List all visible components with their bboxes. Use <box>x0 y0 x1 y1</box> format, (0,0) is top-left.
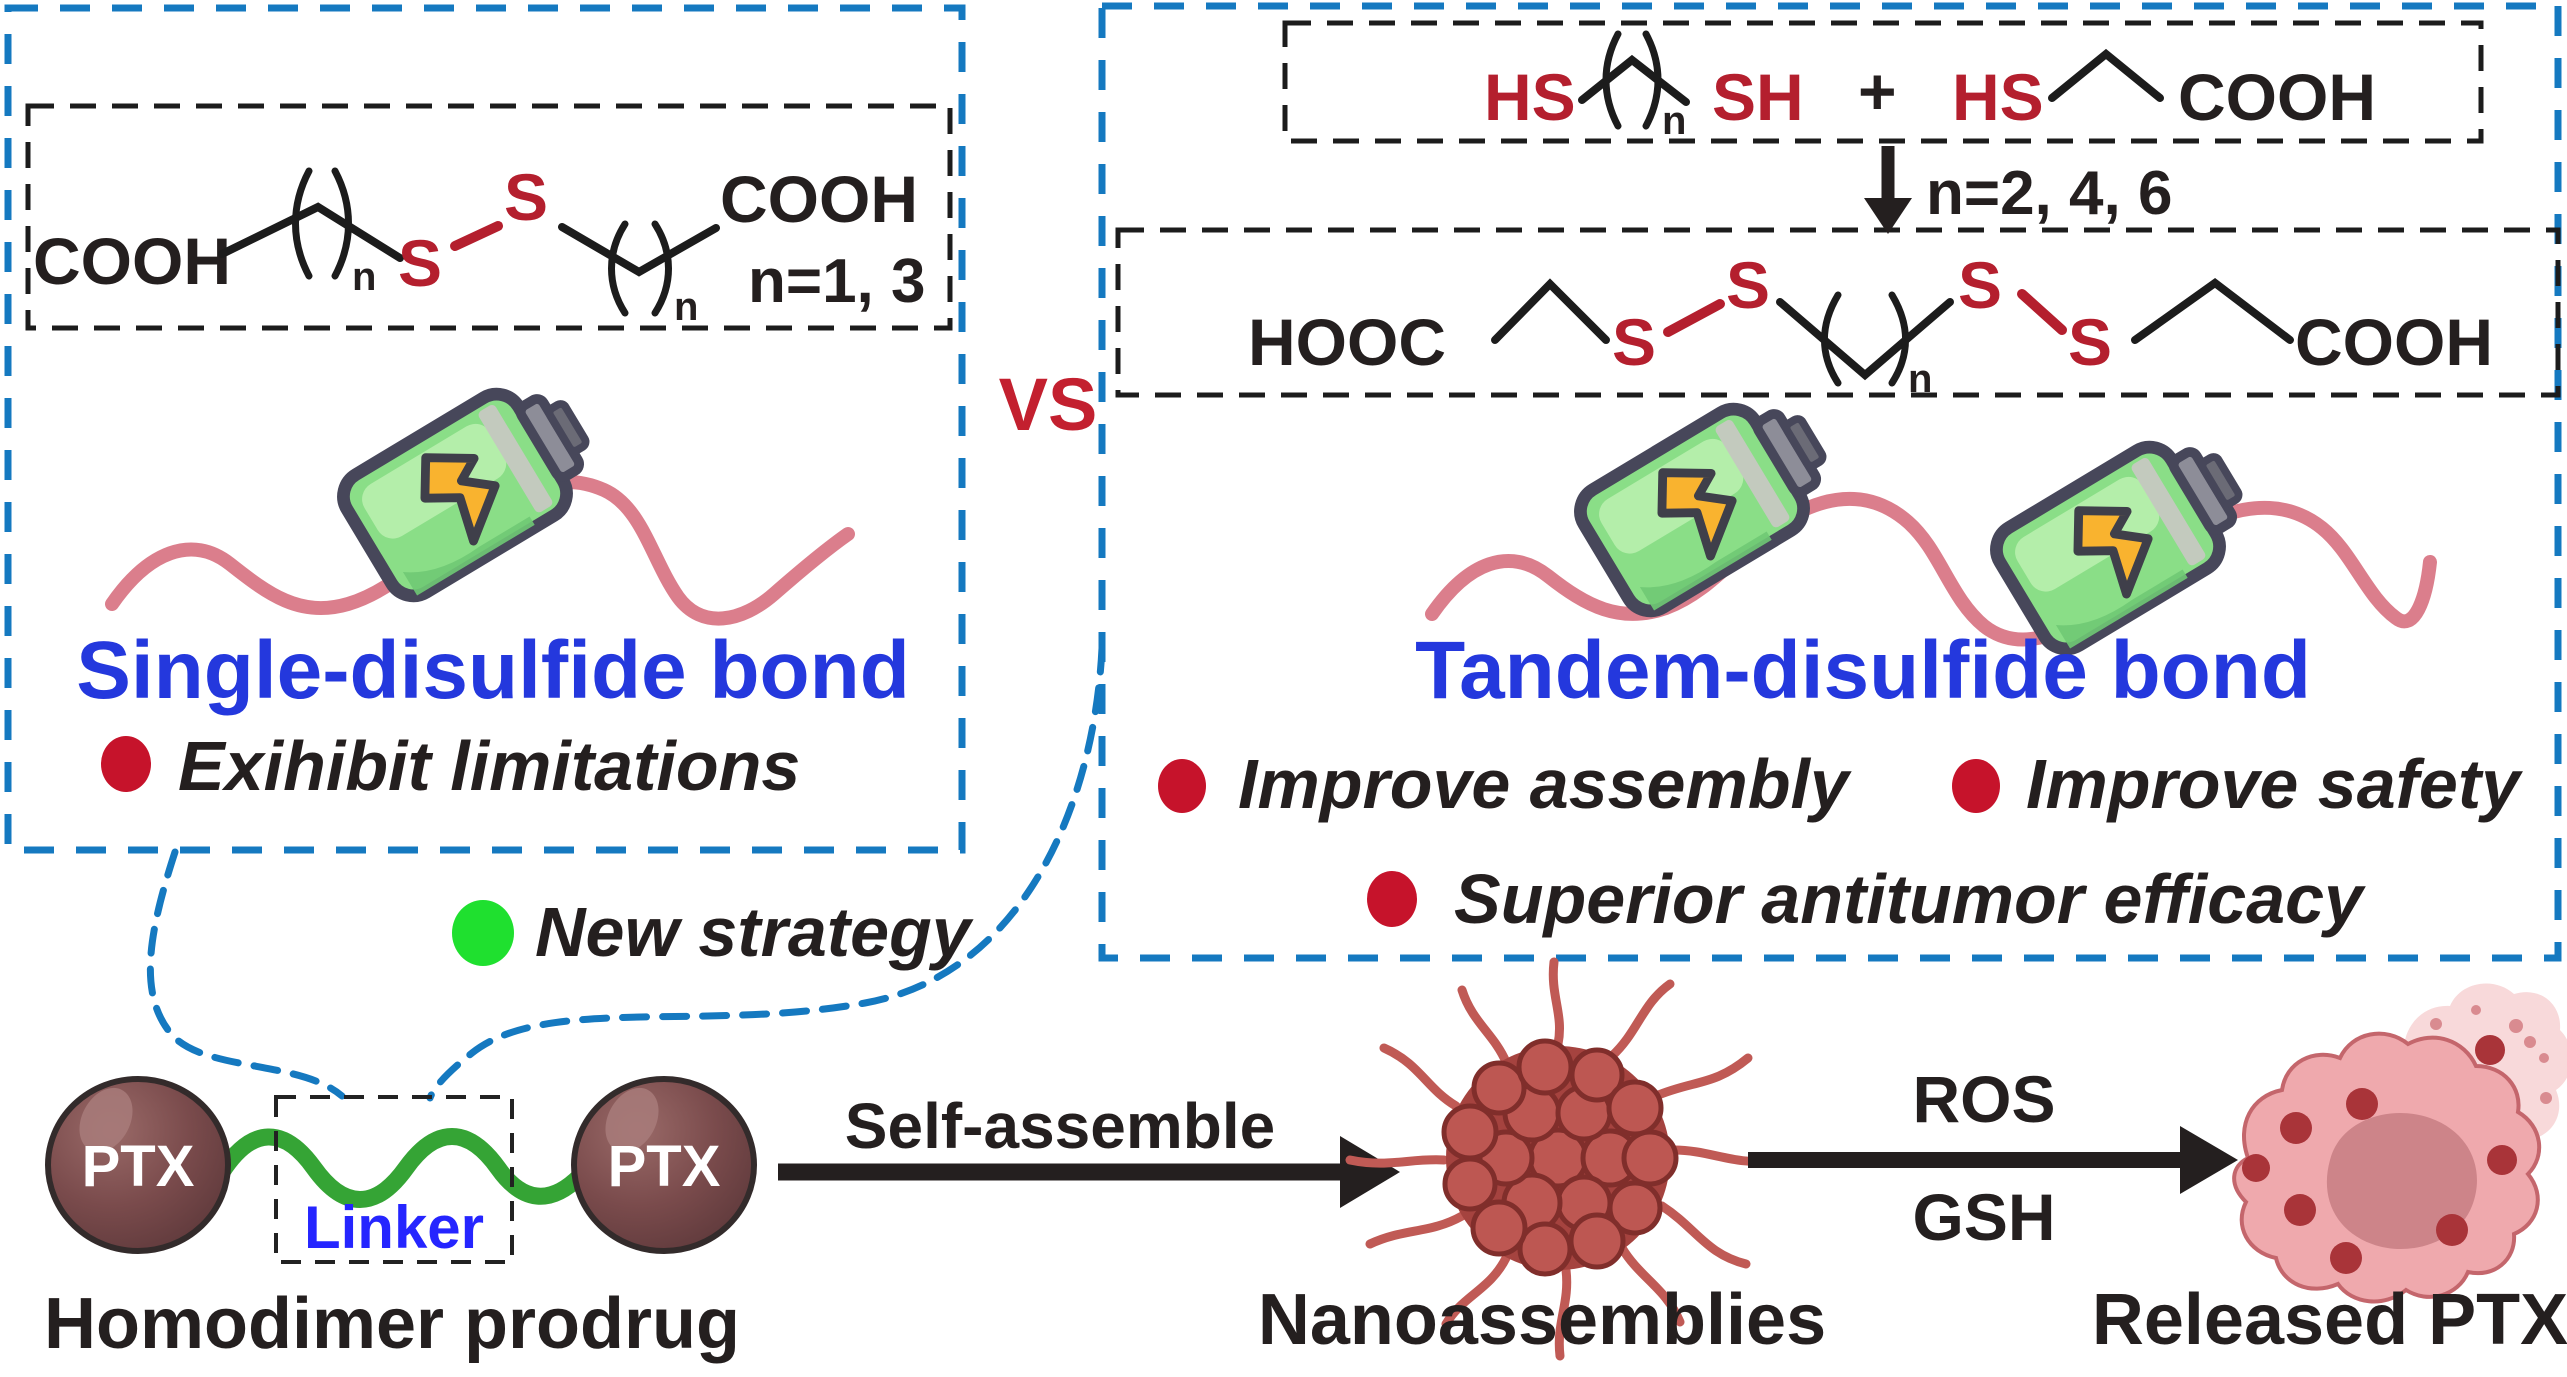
nanoassembly-icon <box>1345 957 1775 1361</box>
sh-label: SH <box>1712 60 1804 134</box>
right-panel-box <box>1098 2 2562 962</box>
bullet-text: Exihibit limitations <box>178 727 800 805</box>
hs-right-label: HS <box>1952 60 2044 134</box>
product-s2: S <box>1726 248 1770 322</box>
green-linker-wave <box>213 1128 589 1208</box>
ros-label: ROS <box>1912 1062 2055 1136</box>
plus-sign: + <box>1858 54 1897 128</box>
right-panel-title: Tandem-disulfide bond <box>1415 625 2311 716</box>
ptx-dots <box>2242 1035 2517 1274</box>
new-strategy-note: New strategy <box>452 893 974 971</box>
ptx-sphere-right: PTX <box>571 1076 757 1254</box>
sub-n-left-1: n <box>352 255 376 299</box>
cooh-left-label: COOH <box>33 224 231 298</box>
reaction-condition-label: n=2, 4, 6 <box>1926 159 2172 228</box>
dashed-curve-left <box>146 848 346 1100</box>
linker-label: Linker <box>304 1194 484 1261</box>
hooc-label: HOOC <box>1248 305 1446 379</box>
product-s4: S <box>2068 305 2112 379</box>
sub-n-reactant: n <box>1662 99 1686 143</box>
nanoassemblies-label: Nanoassemblies <box>1258 1280 1826 1360</box>
reactants-box <box>1282 20 2484 144</box>
arrow-self-assemble <box>778 1136 1400 1208</box>
red-bullet-icon <box>1367 871 1417 927</box>
bullet-text: Superior antitumor efficacy <box>1454 860 2366 938</box>
cooh-right-label: COOH <box>720 162 918 236</box>
linker-box <box>274 1095 514 1264</box>
ptx-label: PTX <box>82 1134 195 1199</box>
ptx-label: PTX <box>608 1134 721 1199</box>
reactants-structure: HS n SH + HS COOH <box>1484 30 2376 143</box>
product-s1: S <box>1612 305 1656 379</box>
cooh-product-label: COOH <box>2295 305 2493 379</box>
strategy-text: New strategy <box>535 893 974 971</box>
ptx-sphere-left: PTX <box>45 1076 231 1254</box>
product-s3: S <box>1958 248 2002 322</box>
homodimer-label: Homodimer prodrug <box>44 1284 740 1364</box>
red-bullet-icon <box>101 736 151 792</box>
battery-icon-right-1 <box>1571 379 1847 620</box>
dashed-curve-right <box>426 644 1106 1102</box>
cell-nucleus <box>2326 1113 2477 1250</box>
left-panel-title: Single-disulfide bond <box>76 625 910 716</box>
single-disulfide-structure: COOH n S S n COOH n=1, 3 <box>33 160 926 329</box>
hs-left-label: HS <box>1484 60 1576 134</box>
battery-icon-right-2 <box>1987 417 2263 658</box>
self-assemble-label: Self-assemble <box>845 1090 1275 1162</box>
bullet-text: Improve assembly <box>1238 745 1852 823</box>
cooh-reactant-label: COOH <box>2178 60 2376 134</box>
bullet-superior-antitumor: Superior antitumor efficacy <box>1367 860 2366 938</box>
arrow-reaction-down <box>1864 146 1912 234</box>
n-values-left: n=1, 3 <box>748 247 926 316</box>
battery-icon-left <box>334 364 610 605</box>
single-structure-box <box>25 103 953 331</box>
red-bullet-icon <box>1158 759 1206 813</box>
gsh-label: GSH <box>1912 1180 2055 1254</box>
left-panel-box <box>4 4 966 854</box>
bullet-exhibit-limitations: Exihibit limitations <box>101 727 800 805</box>
red-bullet-icon <box>1952 759 2000 813</box>
sub-n-product: n <box>1908 357 1932 401</box>
green-bullet-icon <box>452 900 514 966</box>
bullet-improve-safety: Improve safety <box>1952 745 2523 823</box>
pink-wave-right <box>1425 492 2437 647</box>
s-high-label: S <box>504 160 548 234</box>
released-ptx-label: Released PTX <box>2092 1280 2567 1360</box>
product-box <box>1115 227 2561 398</box>
bullet-improve-assembly: Improve assembly <box>1158 745 1852 823</box>
s-low-label: S <box>398 226 442 300</box>
vs-label: VS <box>999 363 1098 446</box>
tandem-disulfide-structure: HOOC S S n S S COOH <box>1248 248 2493 401</box>
arrow-ros-gsh <box>1748 1126 2238 1194</box>
released-cell-icon <box>2232 983 2567 1304</box>
sub-n-left-2: n <box>674 285 698 329</box>
bullet-text: Improve safety <box>2026 745 2523 823</box>
